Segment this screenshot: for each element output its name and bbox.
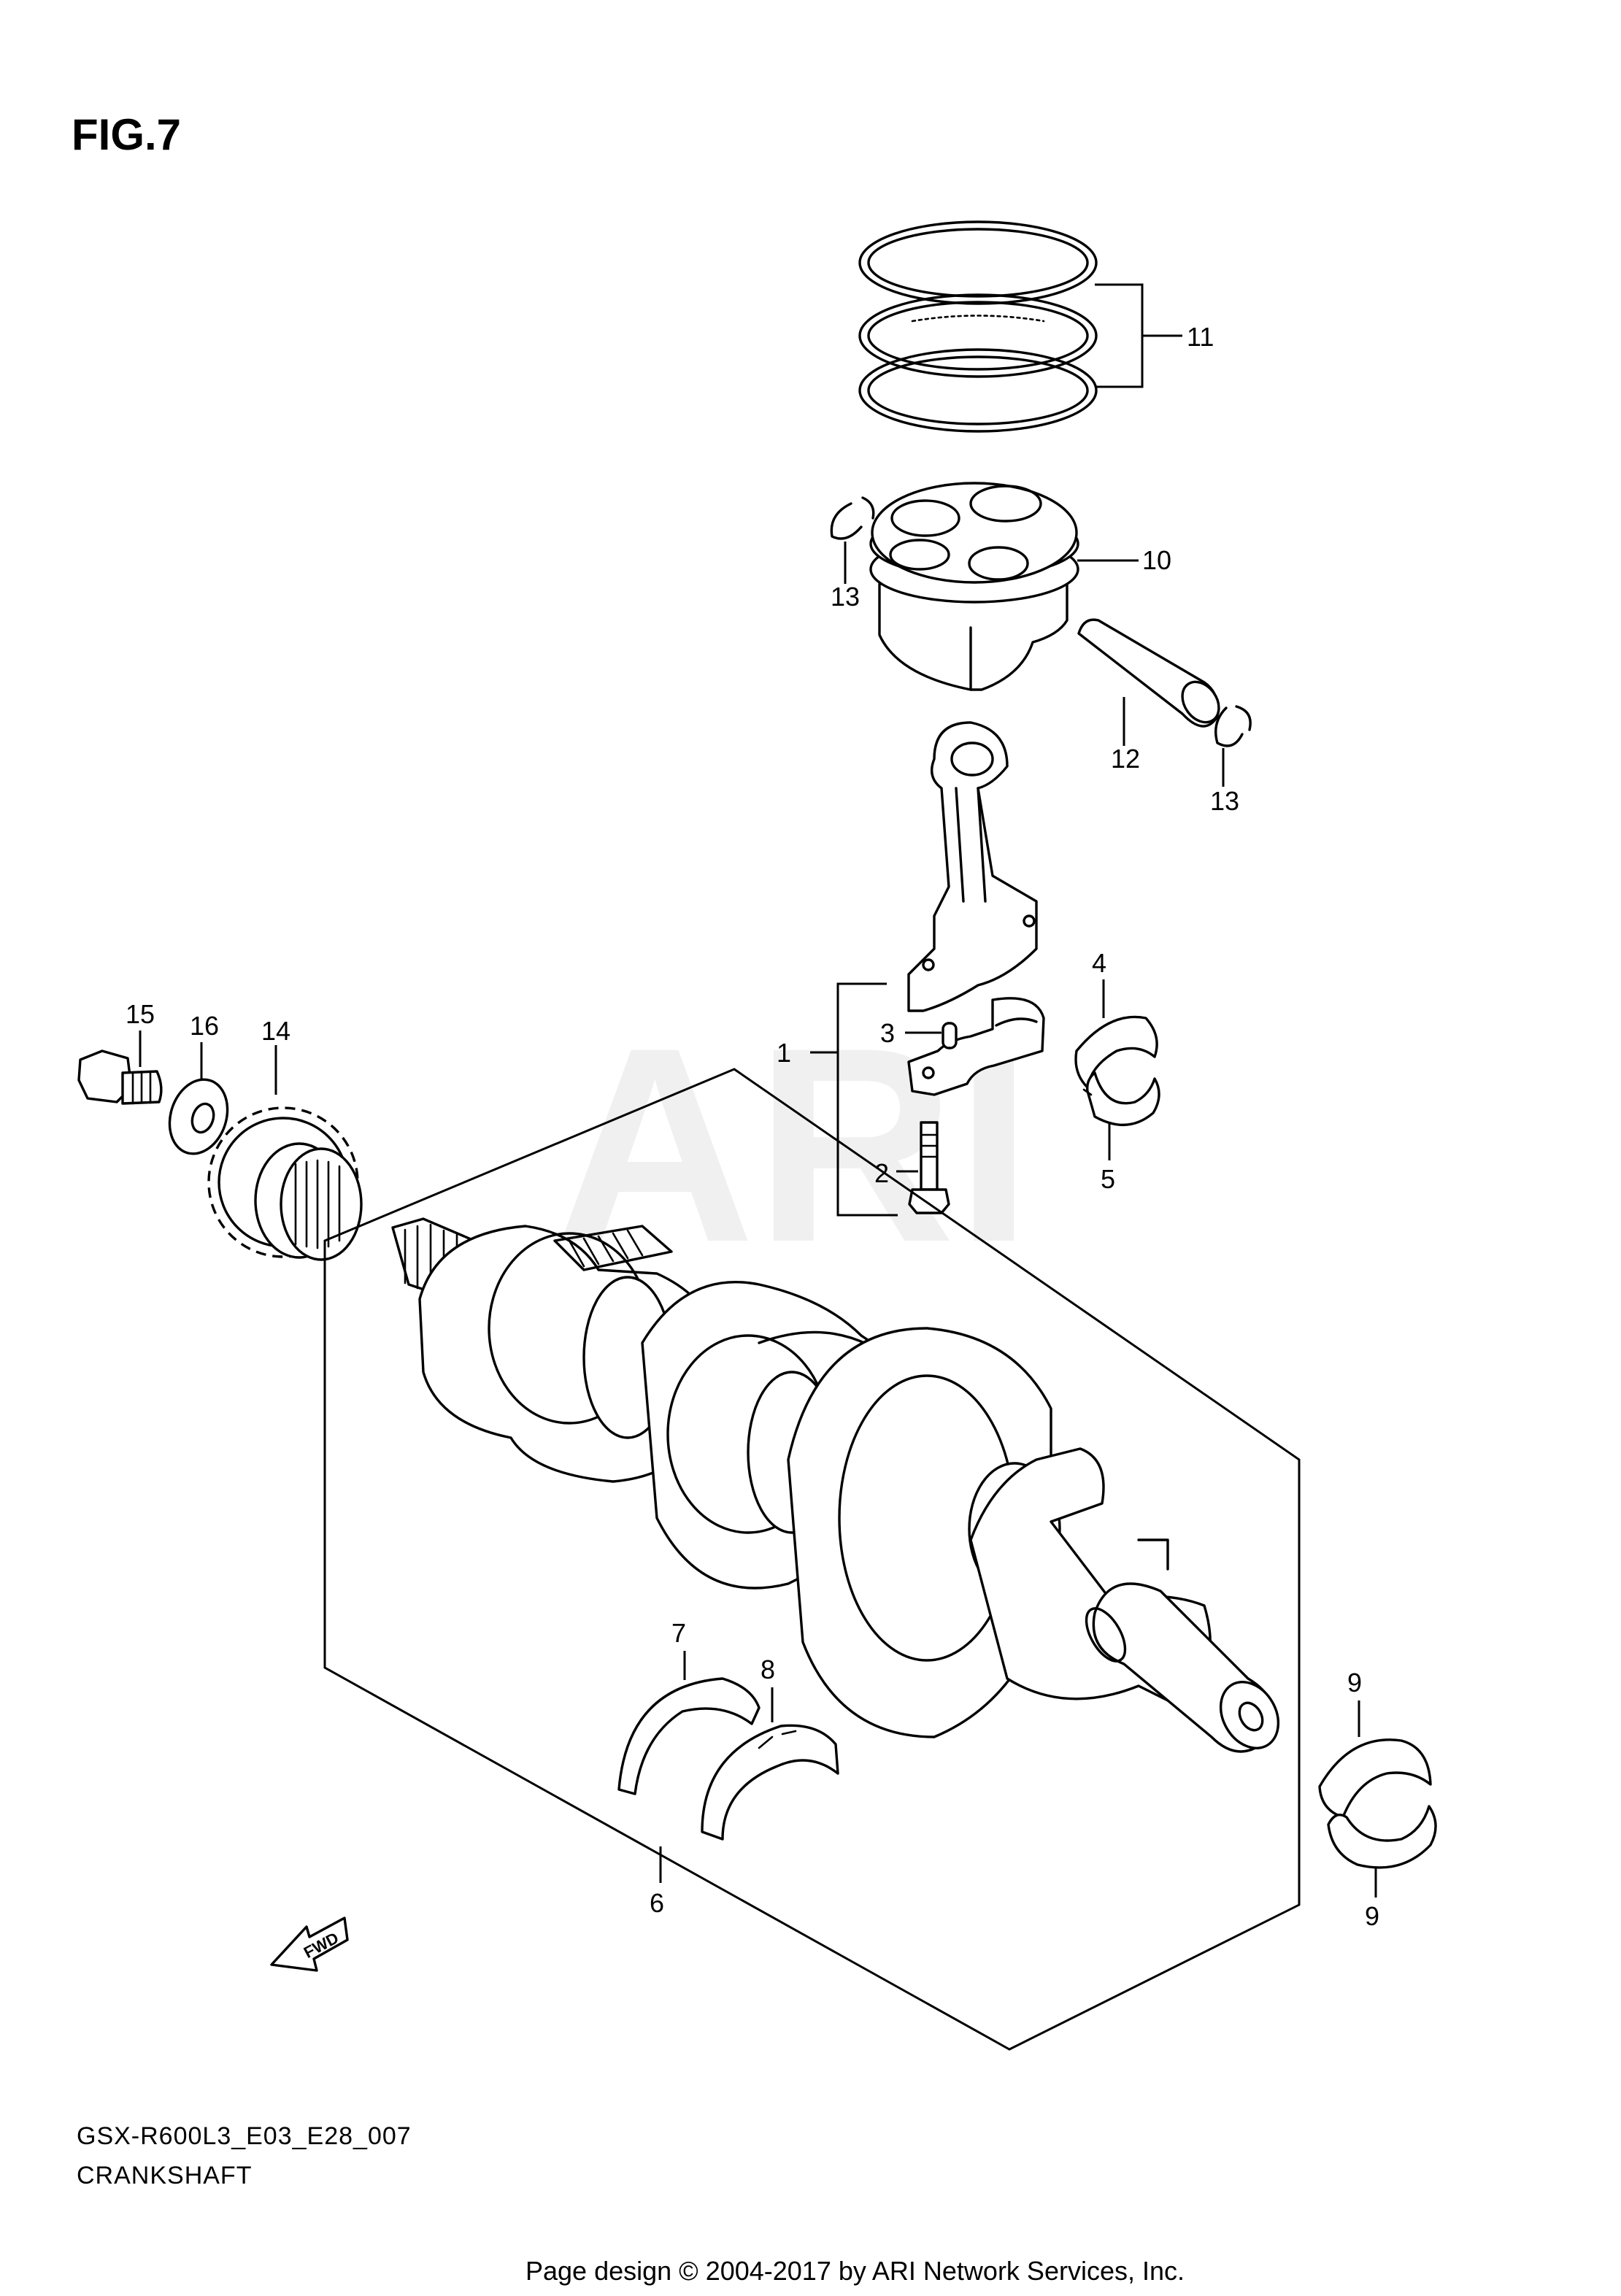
callout-4[interactable]: 4 (1092, 948, 1106, 978)
callout-8[interactable]: 8 (761, 1654, 775, 1684)
crankshaft-gear[interactable] (207, 1106, 363, 1261)
washer[interactable] (161, 1072, 236, 1161)
callout-3[interactable]: 3 (880, 1018, 895, 1048)
callout-10[interactable]: 10 (1142, 545, 1171, 575)
main-bearing-pair[interactable] (1318, 1738, 1437, 1869)
callout-9-bottom[interactable]: 9 (1365, 1901, 1379, 1931)
ari-watermark: ARI (555, 990, 1032, 1300)
connecting-rod[interactable] (907, 721, 1038, 1012)
callout-13-left[interactable]: 13 (831, 582, 860, 612)
callout-9-top[interactable]: 9 (1347, 1668, 1362, 1698)
figure-title: FIG.7 (72, 110, 181, 159)
crankshaft-assembly-outline (323, 1068, 1301, 2051)
callout-1[interactable]: 1 (777, 1038, 791, 1068)
thrust-bearing-7[interactable] (617, 1677, 761, 1795)
diagram-name: CRANKSHAFT (77, 2162, 252, 2189)
crankshaft[interactable] (391, 1217, 1290, 1759)
callout-5[interactable]: 5 (1101, 1164, 1115, 1194)
callout-11[interactable]: 11 (1187, 322, 1214, 352)
piston[interactable] (869, 482, 1079, 691)
thrust-bearing-8[interactable] (701, 1724, 839, 1841)
thrust-bearing-8-groove (758, 1730, 797, 1749)
callout-16[interactable]: 16 (190, 1011, 219, 1041)
connecting-rod-bolt[interactable] (908, 1121, 950, 1214)
crankpin-bearing-pair[interactable] (1074, 1015, 1160, 1126)
callout-13-right[interactable]: 13 (1210, 786, 1239, 816)
circlip-right[interactable] (1214, 705, 1252, 747)
leader-11 (1095, 283, 1182, 388)
callout-7[interactable]: 7 (671, 1618, 686, 1648)
callout-2[interactable]: 2 (874, 1158, 889, 1188)
callout-12[interactable]: 12 (1111, 744, 1140, 774)
callout-15[interactable]: 15 (126, 999, 155, 1029)
callout-14[interactable]: 14 (261, 1016, 290, 1046)
circlip-left[interactable] (830, 496, 875, 540)
sprocket-bolt[interactable] (77, 1049, 163, 1105)
footer-copyright: Page design © 2004-2017 by ARI Network S… (525, 2256, 1185, 2286)
dowel-pin[interactable] (942, 1022, 958, 1049)
leader-1-bracket (810, 982, 942, 1217)
piston-ring-set[interactable] (858, 220, 1098, 433)
diagram-code: GSX-R600L3_E03_E28_007 (77, 2122, 412, 2150)
fwd-direction-arrow: FWD (270, 1916, 349, 1972)
callout-6[interactable]: 6 (650, 1888, 664, 1918)
piston-pin[interactable] (1077, 618, 1226, 729)
